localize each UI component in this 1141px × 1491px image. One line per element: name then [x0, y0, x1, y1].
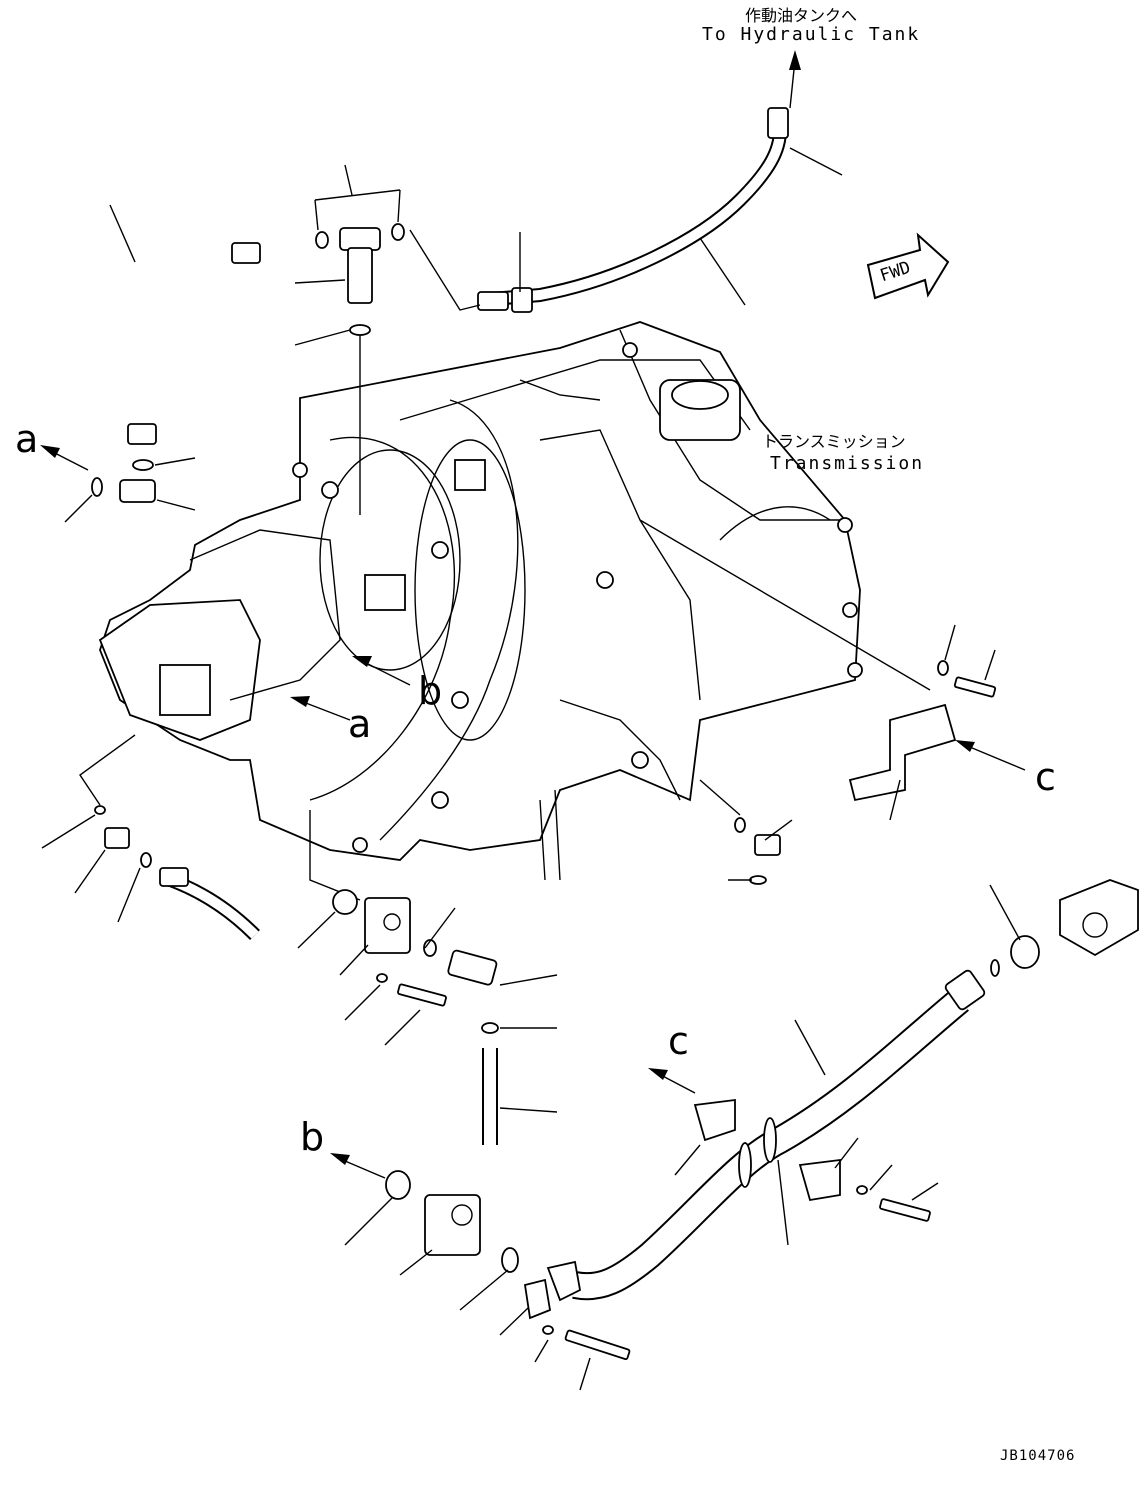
transmission-assembly	[98, 321, 863, 881]
bracket-c	[639, 519, 1026, 821]
tee-fitting	[294, 164, 405, 515]
flange-block-b	[330, 1153, 519, 1311]
right-small-fittings	[699, 779, 793, 885]
upper-left-hose	[102, 204, 261, 445]
transmission-label-en: Transmission	[770, 453, 925, 474]
transmission-label-jp: トランスミッション	[762, 432, 906, 451]
lower-left-fittings	[41, 734, 260, 940]
flange-block-a	[297, 810, 558, 1145]
tank-label-en: To Hydraulic Tank	[702, 24, 921, 45]
drawing-number: JB104706	[1000, 1448, 1076, 1464]
tank-label-jp: 作動油タンクへ	[745, 6, 858, 25]
callout-b-center: b	[418, 669, 443, 713]
lower-main-hose	[499, 879, 1139, 1391]
left-elbow-fitting	[40, 445, 196, 523]
callout-a-center: a	[348, 702, 372, 746]
callout-c-right: c	[1035, 755, 1056, 799]
callout-b-left: b	[300, 1115, 325, 1159]
fwd-arrow-icon	[866, 232, 950, 300]
tank-return-hose	[409, 50, 843, 313]
callout-c-lower: c	[668, 1019, 689, 1063]
callout-a-left: a	[15, 417, 39, 461]
assembly-pointer-arrows	[290, 656, 411, 721]
